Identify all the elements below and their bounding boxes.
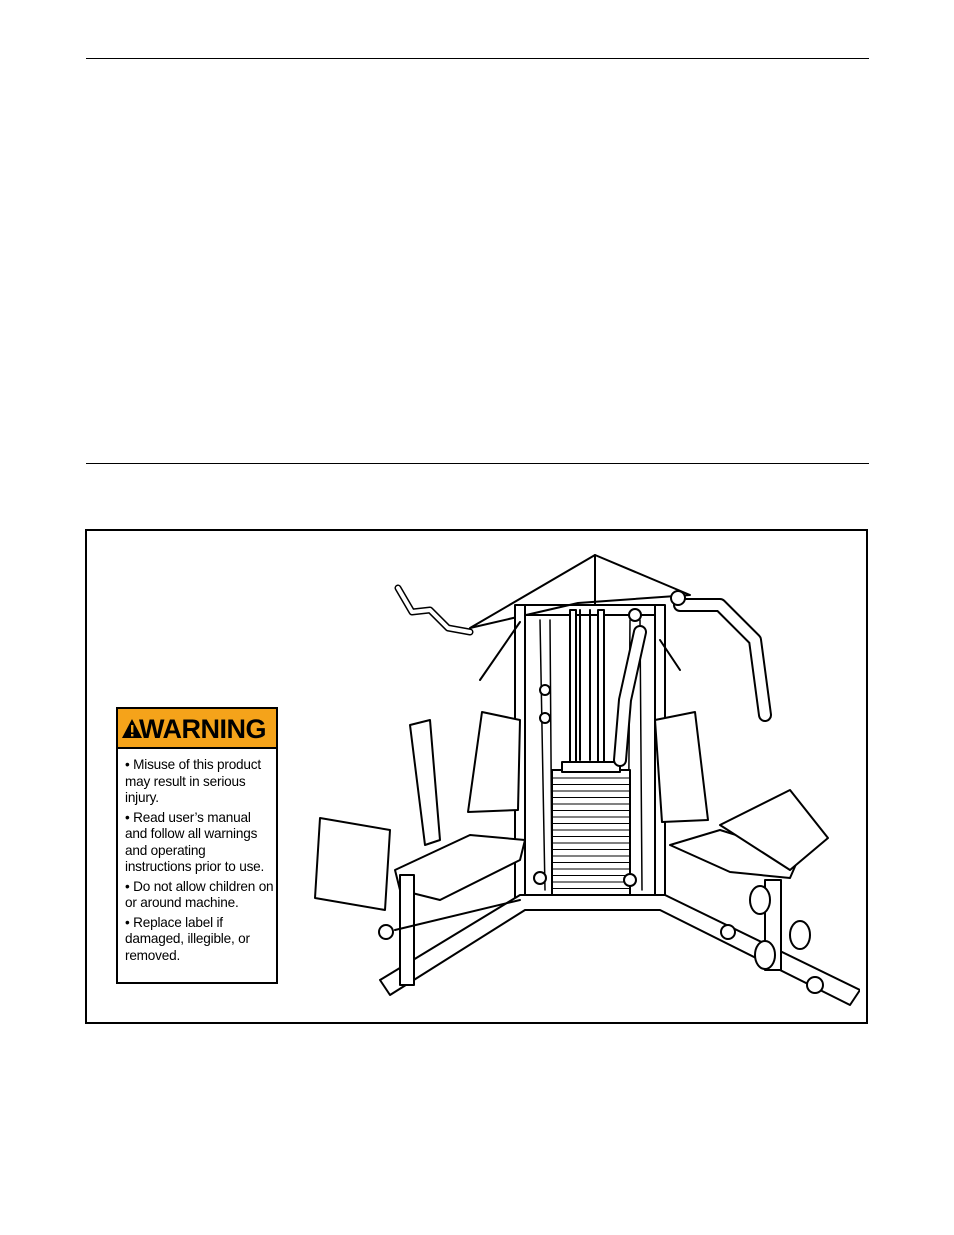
warning-item: • Do not allow children on or around mac… [125,878,274,911]
right-press-arm [613,598,772,767]
warning-item: • Misuse of this product may result in s… [125,757,261,805]
home-gym-illustration [314,554,860,1006]
left-bar [394,584,521,681]
top-rule [86,58,869,59]
middle-rule [86,463,869,464]
left-press-station [314,711,526,986]
warning-item: • Read user’s manual and follow all warn… [125,809,265,875]
warning-title: WARNING [139,714,267,744]
pulleys [533,590,686,887]
warning-label: WARNING • Misuse of this product may res… [116,707,278,984]
warning-list: • Misuse of this product may result in s… [125,757,275,967]
right-leg-station [654,711,829,994]
warning-triangle-icon [122,719,142,738]
figure-frame [85,529,868,1024]
warning-header: WARNING [118,709,276,749]
warning-item: • Replace label if damaged, illegible, o… [125,914,250,963]
base-frame [379,894,860,1006]
weight-plates [551,777,631,889]
